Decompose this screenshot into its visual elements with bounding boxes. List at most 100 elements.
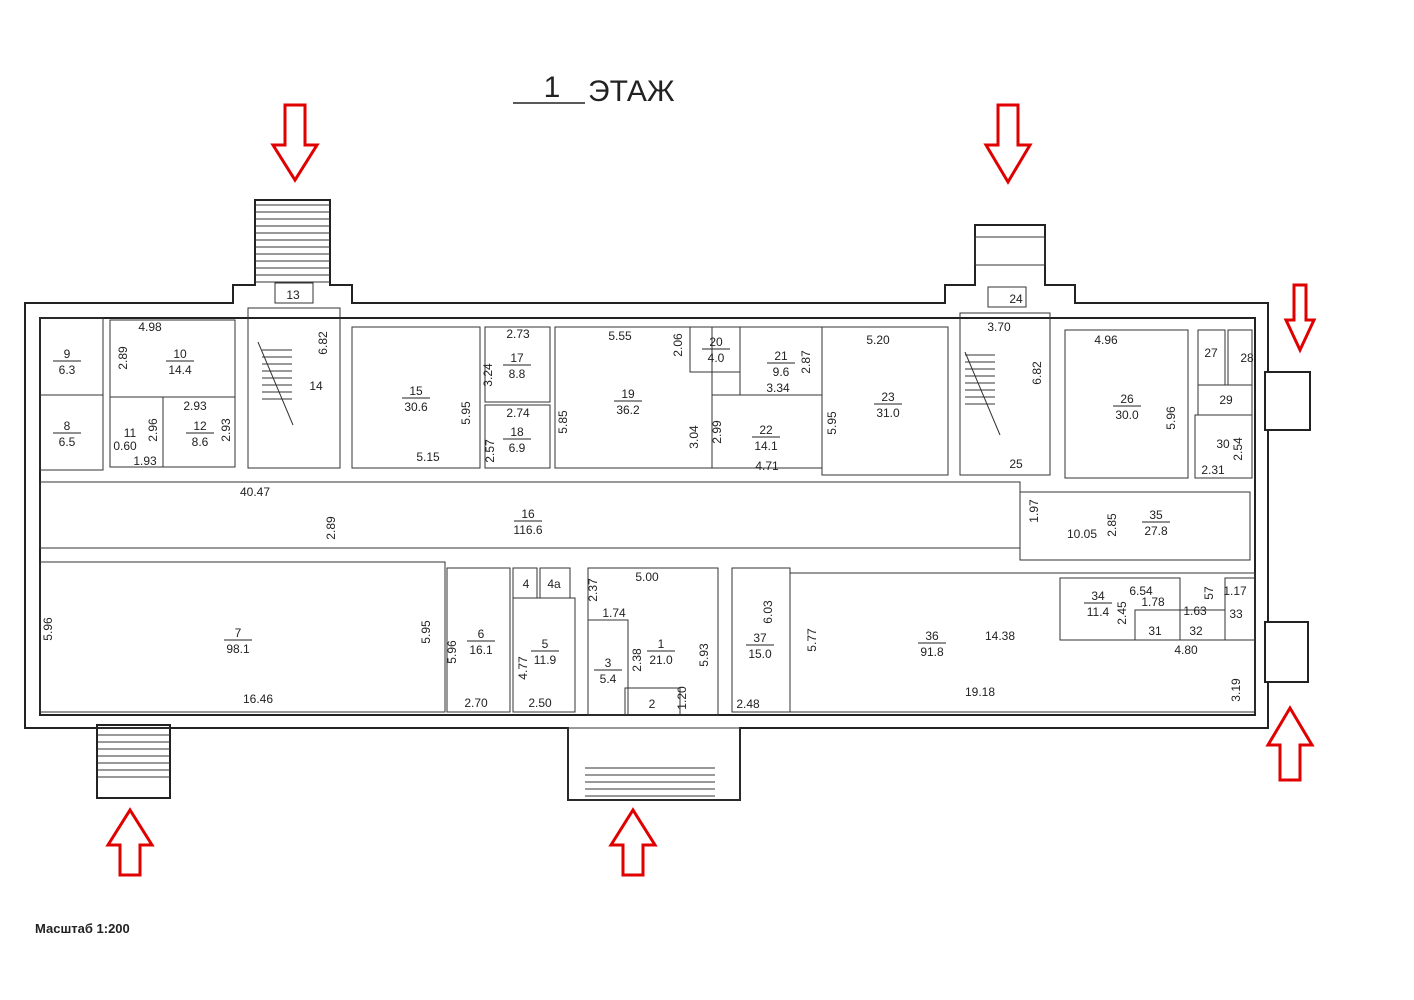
room-number: 4: [523, 577, 530, 591]
dimension-label: 5.96: [445, 640, 459, 664]
room-number: 18: [510, 425, 524, 439]
room-number: 8: [64, 419, 71, 433]
dimension-label: 6.82: [316, 331, 330, 355]
dimension-label: 2.93: [219, 418, 233, 442]
dimension-label: 5.96: [1164, 406, 1178, 430]
room-number: 9: [64, 347, 71, 361]
room-number: 19: [621, 387, 635, 401]
dimension-label: 5.96: [41, 617, 55, 641]
dimension-label: 1.74: [602, 606, 626, 620]
room-number: 28: [1240, 351, 1254, 365]
dimension-label: 2.89: [324, 516, 338, 540]
arrow-up-icon: [608, 807, 658, 877]
dimension-label: 2.57: [483, 439, 497, 463]
dimension-label: 4.80: [1174, 643, 1198, 657]
room-label: 798.1: [224, 626, 252, 656]
room-label: 24: [1009, 292, 1023, 306]
room-area: 6.3: [59, 363, 76, 377]
room-area: 30.6: [404, 400, 428, 414]
dimension-label: 2.73: [506, 327, 530, 341]
dimension-label: 6.54: [1129, 584, 1153, 598]
dimension-label: 19.18: [965, 685, 995, 699]
room-area: 31.0: [876, 406, 900, 420]
room-number: 1: [658, 637, 665, 651]
dimension-label: 14.38: [985, 629, 1015, 643]
room-number: 6: [478, 627, 485, 641]
dimension-label: 2.50: [528, 696, 552, 710]
dimension-label: 4.98: [138, 320, 162, 334]
room-label: 30: [1216, 437, 1230, 451]
room-label: 32: [1189, 624, 1203, 638]
room-number: 15: [409, 384, 423, 398]
room-label: 86.5: [53, 419, 81, 449]
room-area: 8.6: [192, 435, 209, 449]
room-number: 33: [1229, 607, 1243, 621]
room-label: 2: [649, 697, 656, 711]
dimension-label: 1.78: [1141, 595, 1165, 609]
room-area: 27.8: [1144, 524, 1168, 538]
room-number: 14: [309, 379, 323, 393]
room-number: 5: [542, 637, 549, 651]
room-number: 26: [1120, 392, 1134, 406]
floor-number: 1: [544, 71, 561, 104]
dimension-label: 5.00: [635, 570, 659, 584]
stairs: [98, 204, 1001, 797]
room-label: 31: [1148, 624, 1162, 638]
room-label: 128.6: [186, 419, 214, 449]
room-area: 6.5: [59, 435, 76, 449]
dimension-label: 5.55: [608, 329, 632, 343]
room-label: 35.4: [594, 656, 622, 686]
dimension-label: 5.85: [556, 410, 570, 434]
room-number: 4а: [547, 577, 561, 591]
room-number: 2: [649, 697, 656, 711]
dimension-label: 2.74: [506, 406, 530, 420]
right-porch-bottom: [1264, 621, 1309, 683]
dimension-label: 4.96: [1094, 333, 1118, 347]
room-area: 9.6: [773, 365, 790, 379]
dimension-label: 6.03: [761, 600, 775, 624]
room-number: 12: [193, 419, 207, 433]
room-label: 11: [124, 426, 137, 440]
arrow-up-icon: [105, 807, 155, 877]
scale-label: Масштаб 1:200: [35, 921, 130, 936]
room-number: 25: [1009, 457, 1023, 471]
room-area: 11.9: [534, 653, 557, 667]
dimension-label: 10.05: [1067, 527, 1097, 541]
dimension-label: 5.95: [459, 401, 473, 425]
dimension-label: 5.95: [419, 620, 433, 644]
dimension-label: 4.77: [516, 656, 530, 680]
room-area: 30.0: [1115, 408, 1139, 422]
room-label: 15 30.6: [402, 384, 430, 414]
room-area: 21.0: [649, 653, 673, 667]
room-label: 28: [1240, 351, 1254, 365]
room-number: 17: [510, 351, 524, 365]
dimension-label: 5.15: [416, 450, 440, 464]
room-outlines: [39, 307, 1256, 801]
room-label: 186.9: [503, 425, 531, 455]
dimension-label: 3.34: [766, 381, 790, 395]
dimension-label: 2.93: [183, 399, 207, 413]
dimension-label: 0.60: [113, 439, 137, 453]
stair-rail: [964, 351, 1001, 436]
arrow-down-icon: [1283, 283, 1317, 354]
dimension-label: 1.97: [1027, 499, 1041, 523]
room-area: 116.6: [513, 523, 542, 537]
room-area: 98.1: [226, 642, 250, 656]
room-number: 20: [709, 335, 723, 349]
room-label: 25: [1009, 457, 1023, 471]
room-label: 13: [286, 288, 300, 302]
room-number: 36: [925, 629, 939, 643]
dimension-label: 2.31: [1201, 463, 1225, 477]
front-porch: [567, 727, 741, 801]
dimension-label: 2.48: [736, 697, 760, 711]
building-walls: [24, 199, 1311, 801]
dimension-label: 2.96: [146, 418, 160, 442]
dimension-label: 57: [1202, 586, 1216, 600]
room-label: 219.6: [767, 349, 795, 379]
room-label: 121.0: [647, 637, 675, 667]
room-label: 616.1: [467, 627, 495, 657]
